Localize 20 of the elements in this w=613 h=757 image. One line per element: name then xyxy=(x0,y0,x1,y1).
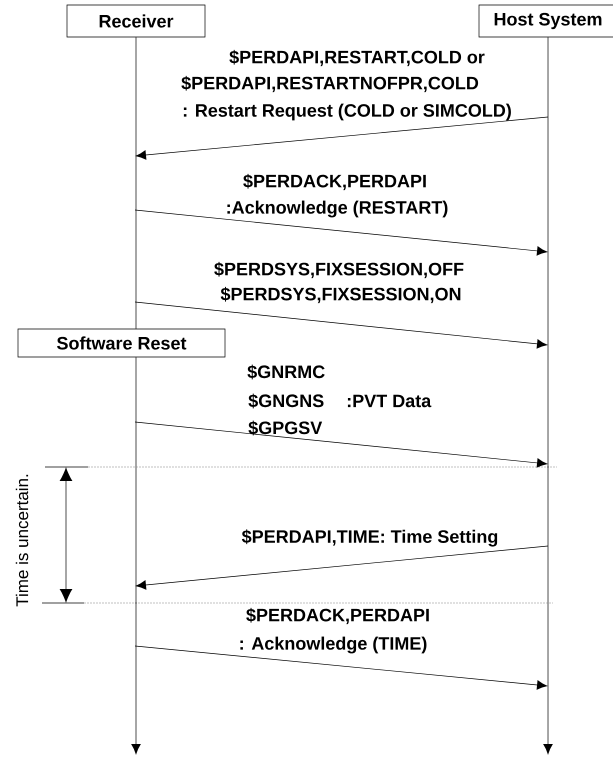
message-label: :Acknowledge (RESTART) xyxy=(227,200,448,218)
process-box: Software Reset xyxy=(18,328,226,358)
message-label: $PERDSYS,FIXSESSION,ON xyxy=(220,286,460,304)
message-label: : Acknowledge (TIME) xyxy=(240,636,426,654)
lifeline xyxy=(543,37,553,754)
message-label: $PERDACK,PERDAPI xyxy=(243,174,426,190)
message-label: $PERDAPI,RESTART,COLD or xyxy=(229,50,485,66)
lifeline-box: Receiver xyxy=(66,4,206,38)
lifeline xyxy=(131,357,141,754)
message-label: $GNRMC xyxy=(247,364,325,380)
message-label: $PERDAPI,RESTARTNOFPR,COLD xyxy=(181,76,478,92)
message-label: $PERDSYS,FIXSESSION,OFF xyxy=(214,262,464,278)
message-label: : Restart Request (COLD or SIMCOLD) xyxy=(184,104,511,120)
side-note: Time is uncertain. xyxy=(16,474,28,606)
message-label: $PERDAPI,TIME: Time Setting xyxy=(242,529,498,547)
lifeline-box: Host System xyxy=(478,4,613,38)
message-label: $PERDACK,PERDAPI xyxy=(246,608,429,624)
message-label: $GPGSV xyxy=(248,420,322,436)
message-label: :PVT Data xyxy=(348,394,432,408)
message-label: $GNGNS xyxy=(248,394,324,408)
